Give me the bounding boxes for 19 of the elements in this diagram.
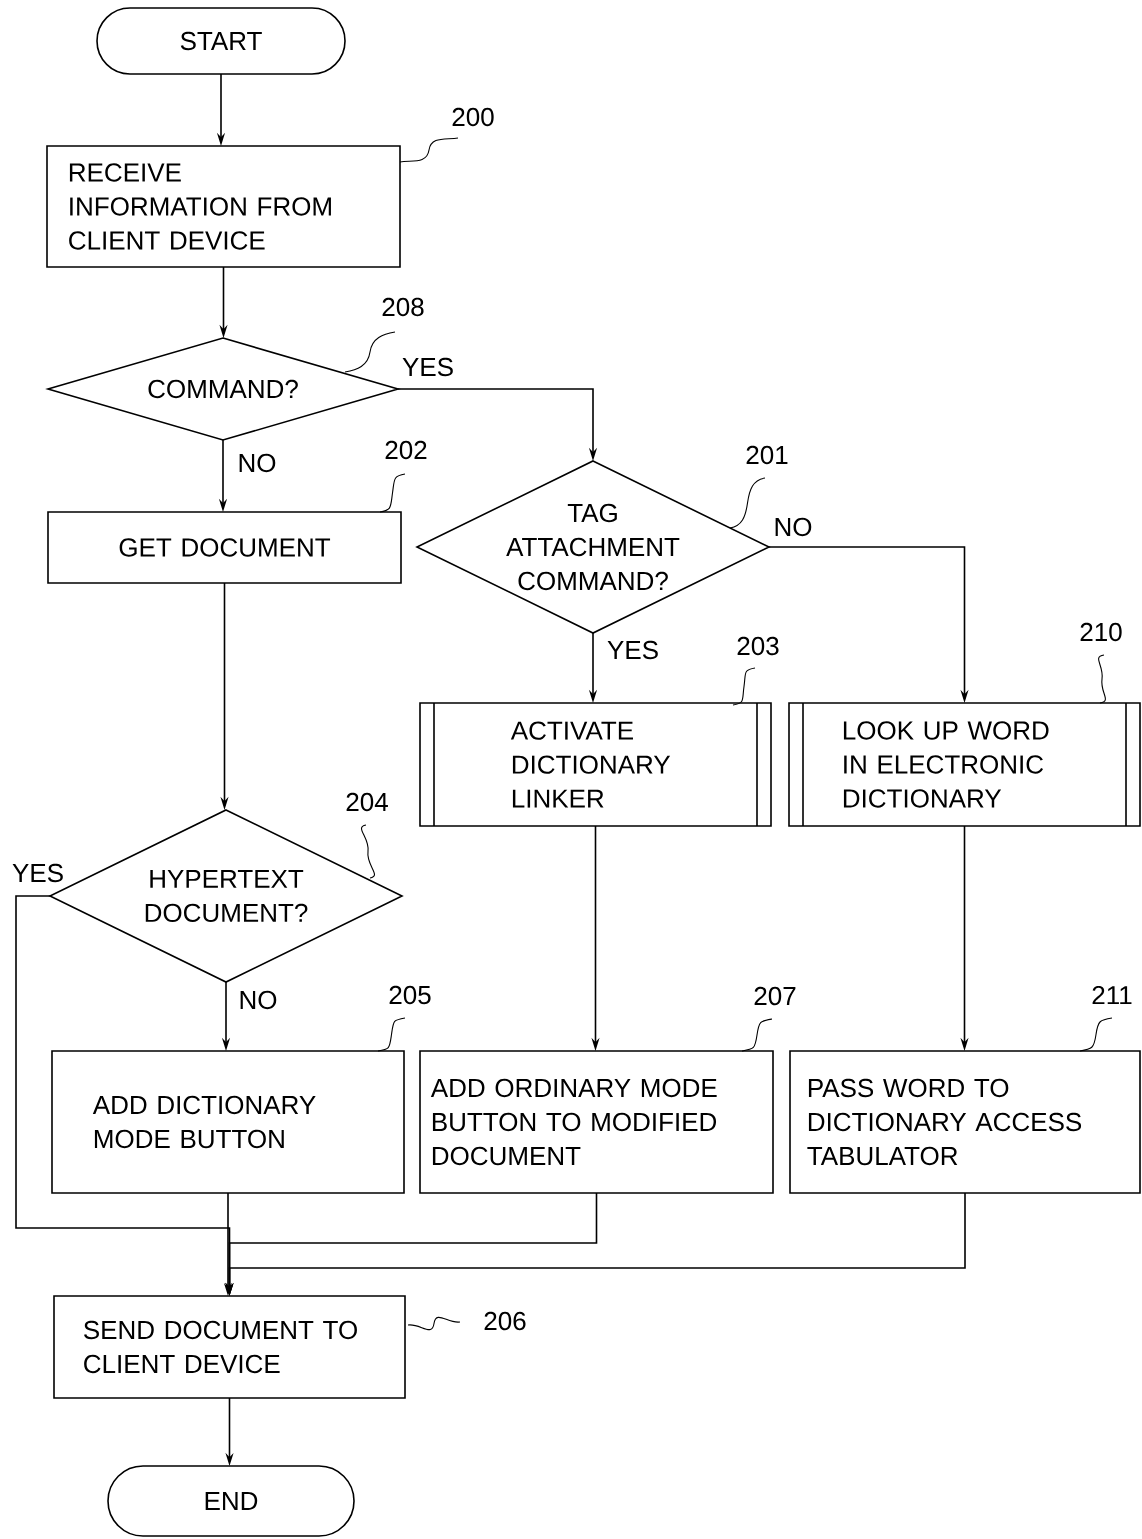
edge-label: NO — [236, 452, 278, 474]
reference-number: 206 — [407, 1311, 526, 1331]
reference-number: 200 — [399, 107, 494, 163]
reference-number: 210 — [1080, 622, 1122, 704]
process-box: ADD DICTIONARY MODE BUTTON — [51, 1050, 405, 1194]
process-box: PASS WORD TO DICTIONARY ACCESS TABULATOR — [789, 1050, 1141, 1194]
process-box: SEND DOCUMENT TO CLIENT DEVICE — [53, 1295, 406, 1399]
process-box: ADD ORDINARY MODE BUTTON TO MODIFIED DOCUMENT — [419, 1050, 774, 1194]
edge-label: YES — [401, 356, 455, 378]
edge-label: NO — [237, 989, 279, 1011]
edge-label: NO — [772, 516, 814, 538]
predefined-process-box: ACTIVATE DICTIONARY LINKER — [419, 702, 772, 827]
predefined-process-box: LOOK UP WORD IN ELECTRONIC DICTIONARY — [788, 702, 1141, 827]
process-box: GET DOCUMENT — [47, 511, 402, 584]
reference-number: 211 — [1079, 985, 1132, 1052]
process-box: RECEIVE INFORMATION FROM CLIENT DEVICE — [46, 145, 401, 268]
edge-label: YES — [606, 639, 660, 661]
reference-number: 207 — [741, 986, 796, 1052]
reference-number: 205 — [377, 985, 431, 1052]
